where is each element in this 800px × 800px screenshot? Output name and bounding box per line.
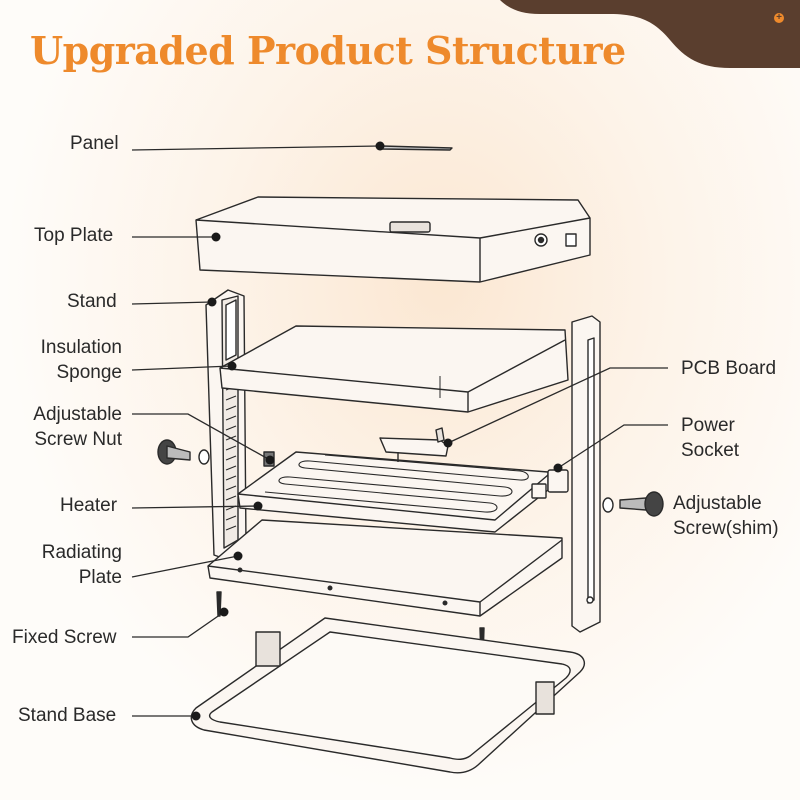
plus-circle-icon[interactable]: + [774, 13, 784, 23]
dot-pcb [443, 438, 453, 448]
dot-power [553, 463, 563, 473]
label-pcb-board: PCB Board [681, 358, 777, 379]
label-top-plate: Top Plate [34, 225, 114, 246]
label-stand: Stand [67, 291, 117, 312]
dot-radiating [233, 551, 243, 561]
label-screw-line2: Screw(shim) [673, 518, 779, 539]
dot-panel [375, 141, 385, 151]
insulation-sponge-part [219, 325, 569, 413]
right-stand-part [571, 315, 601, 633]
label-fixed-screw: Fixed Screw [12, 627, 117, 648]
stand-base-part [190, 617, 586, 774]
label-power-line2: Socket [681, 440, 740, 461]
label-panel: Panel [70, 133, 119, 154]
label-heater: Heater [60, 495, 118, 516]
label-insulation-sponge: Insulation Sponge [20, 335, 122, 385]
leader-fixed-screw [132, 611, 225, 638]
label-power-line1: Power [681, 415, 735, 436]
leader-power [557, 424, 668, 469]
dot-nut [265, 455, 275, 465]
dot-fixed-screw [219, 607, 229, 617]
top-plate-part [195, 196, 591, 283]
page-title: Upgraded Product Structure [30, 28, 626, 73]
dot-heater [253, 501, 263, 511]
left-stand-part [205, 289, 247, 561]
dot-stand [207, 297, 217, 307]
label-insulation-line2: Sponge [56, 362, 122, 383]
leader-pcb [447, 367, 668, 444]
leader-panel [131, 145, 381, 151]
label-adjustable-screw: Adjustable Screw(shim) [673, 491, 779, 541]
label-radiating-line1: Radiating [41, 542, 122, 563]
panel-part [381, 145, 453, 151]
label-insulation-line1: Insulation [40, 337, 122, 358]
label-adjustable-screw-nut: Adjustable Screw Nut [18, 402, 122, 452]
leader-insulation [131, 365, 233, 371]
leader-heater [131, 505, 259, 509]
dot-insulation [227, 361, 237, 371]
corner-decoration [500, 0, 800, 68]
label-power-socket: Power Socket [681, 413, 739, 463]
radiating-plate-part [207, 519, 563, 617]
label-radiating-plate: Radiating Plate [20, 540, 122, 590]
label-stand-base: Stand Base [18, 705, 117, 726]
dot-stand-base [191, 711, 201, 721]
leader-radiating [131, 555, 239, 578]
label-nut-line1: Adjustable [33, 404, 122, 425]
leader-stand [131, 301, 213, 305]
heater-part [237, 427, 569, 533]
dot-top-plate [211, 232, 221, 242]
label-screw-line1: Adjustable [673, 493, 762, 514]
label-radiating-line2: Plate [78, 567, 122, 588]
label-nut-line2: Screw Nut [34, 429, 122, 450]
adjustable-screw-part [602, 491, 664, 517]
leader-nut [132, 413, 271, 461]
